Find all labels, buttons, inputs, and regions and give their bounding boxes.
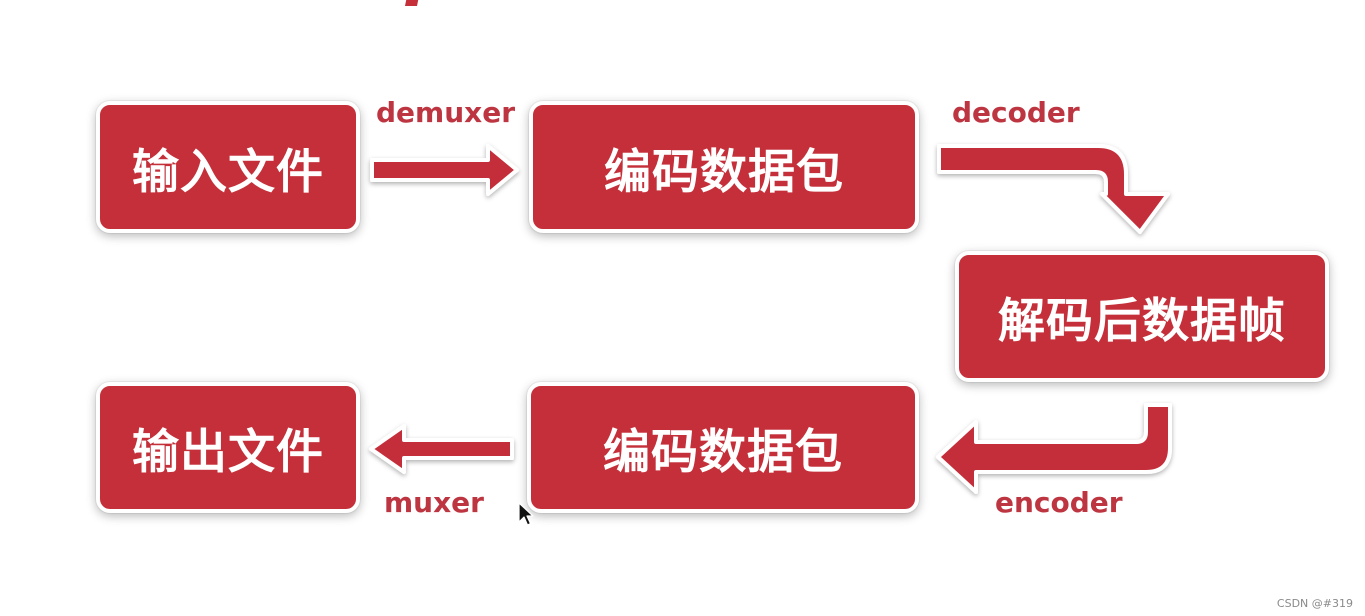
- watermark: CSDN @#319: [1276, 597, 1353, 610]
- encoder-arrow: [936, 403, 1172, 494]
- node-decoded-frames: 解码后数据帧: [955, 251, 1329, 382]
- title-fragment: [395, 0, 565, 8]
- node-output-file: 输出文件: [96, 382, 360, 513]
- mouse-pointer-icon: [518, 502, 534, 526]
- edge-label-demuxer: demuxer: [376, 96, 516, 129]
- node-encoded-packets-top: 编码数据包: [529, 101, 919, 233]
- muxer-arrow: [369, 424, 514, 474]
- decoder-arrow: [937, 144, 1170, 234]
- edge-label-decoder: decoder: [952, 96, 1080, 129]
- edge-label-encoder: encoder: [995, 486, 1123, 519]
- demuxer-arrow: [370, 144, 519, 196]
- node-encoded-packets-bottom: 编码数据包: [527, 382, 919, 513]
- node-input-file: 输入文件: [96, 101, 360, 233]
- edge-label-muxer: muxer: [384, 486, 484, 519]
